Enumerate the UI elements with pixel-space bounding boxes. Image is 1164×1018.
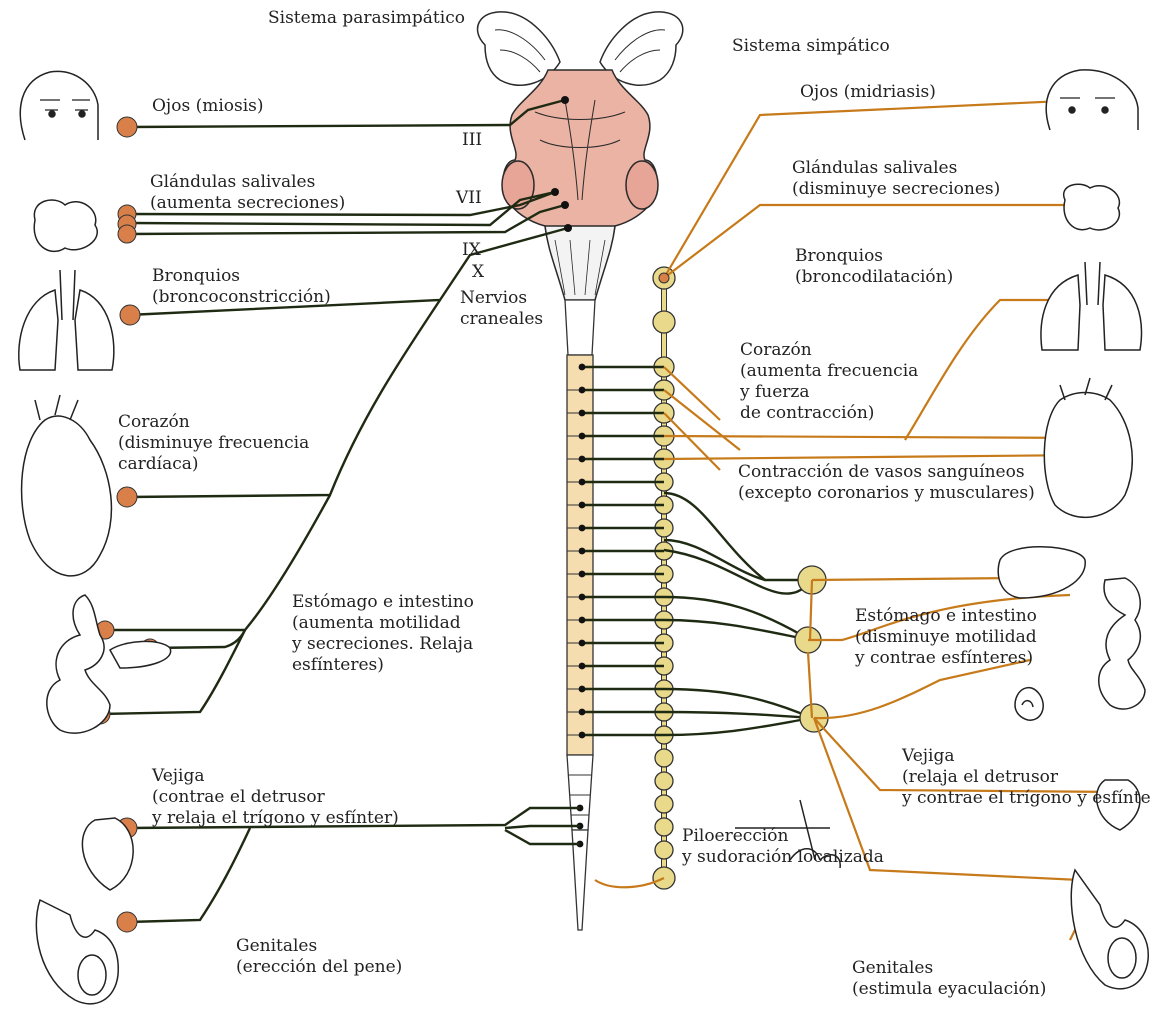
label-line: Estómago e intestino — [292, 592, 474, 613]
label-line: (estimula eyaculación) — [852, 979, 1046, 1000]
label-line: y sudoración localizada — [682, 847, 884, 868]
label-line: cardíaca) — [118, 454, 309, 475]
symp-salivary-label: Glándulas salivales (disminuye secrecion… — [792, 158, 1000, 200]
label-line: Genitales — [236, 936, 402, 957]
label-line: Bronquios — [152, 266, 331, 287]
label-line: (relaja el detrusor — [902, 767, 1151, 788]
caption-line: Nervios — [460, 288, 543, 309]
label-line: Genitales — [852, 958, 1046, 979]
label-line: esfínteres) — [292, 655, 474, 676]
label-line: (broncoconstricción) — [152, 287, 331, 308]
cranial-nerve-vii: VII — [456, 188, 482, 208]
cranial-nerve-ix: IX — [462, 240, 481, 260]
label-line: (broncodilatación) — [795, 267, 953, 288]
spinal-cord — [565, 300, 595, 930]
sympathetic-title: Sistema simpático — [732, 36, 890, 57]
symp-heart-label: Corazón (aumenta frecuencia y fuerza de … — [740, 340, 918, 424]
label-line: (aumenta motilidad — [292, 613, 474, 634]
symp-bladder-label: Vejiga (relaja el detrusor y contrae el … — [902, 746, 1151, 809]
label-line: Corazón — [740, 340, 918, 361]
cranial-nerve-x: X — [472, 262, 484, 282]
para-eyes-label: Ojos (miosis) — [152, 96, 264, 117]
label-line: Piloerección — [682, 826, 884, 847]
caption-line: craneales — [460, 309, 543, 330]
label-line: Glándulas salivales — [792, 158, 1000, 179]
label-line: (disminuye secreciones) — [792, 179, 1000, 200]
symp-skin-label: Piloerección y sudoración localizada — [682, 826, 884, 868]
symp-bronchi-label: Bronquios (broncodilatación) — [795, 246, 953, 288]
label-line: Contracción de vasos sanguíneos — [738, 462, 1035, 483]
cranial-nerves-caption: Nervios craneales — [460, 288, 543, 330]
label-line: (aumenta secreciones) — [150, 193, 345, 214]
label-line: Ojos (miosis) — [152, 96, 264, 117]
symp-stomach-label: Estómago e intestino (disminuye motilida… — [855, 606, 1037, 669]
label-line: y contrae el trígono y esfínte — [902, 788, 1151, 809]
label-line: y fuerza — [740, 382, 918, 403]
label-line: de contracción) — [740, 403, 918, 424]
label-line: (erección del pene) — [236, 957, 402, 978]
symp-eyes-label: Ojos (midriasis) — [800, 82, 936, 103]
para-heart-label: Corazón (disminuye frecuencia cardíaca) — [118, 412, 309, 475]
label-line: (disminuye frecuencia — [118, 433, 309, 454]
sympathetic-postganglionic-fibres — [595, 100, 1120, 940]
label-line: Ojos (midriasis) — [800, 82, 936, 103]
brain-brainstem — [478, 12, 683, 300]
para-genitals-label: Genitales (erección del pene) — [236, 936, 402, 978]
label-line: (excepto coronarios y musculares) — [738, 483, 1035, 504]
label-line: Vejiga — [902, 746, 1151, 767]
label-line: y secreciones. Relaja — [292, 634, 474, 655]
label-line: (aumenta frecuencia — [740, 361, 918, 382]
parasympathetic-title: Sistema parasimpático — [268, 8, 465, 29]
label-line: Corazón — [118, 412, 309, 433]
label-line: Estómago e intestino — [855, 606, 1037, 627]
label-line: Glándulas salivales — [150, 172, 345, 193]
symp-vessels-label: Contracción de vasos sanguíneos (excepto… — [738, 462, 1035, 504]
para-stomach-label: Estómago e intestino (aumenta motilidad … — [292, 592, 474, 676]
label-line: (disminuye motilidad — [855, 627, 1037, 648]
sympathetic-chain — [653, 267, 675, 889]
label-line: Vejiga — [152, 766, 399, 787]
para-bladder-label: Vejiga (contrae el detrusor y relaja el … — [152, 766, 399, 829]
label-line: y relaja el trígono y esfínter) — [152, 808, 399, 829]
label-line: y contrae esfínteres) — [855, 648, 1037, 669]
label-line: Bronquios — [795, 246, 953, 267]
label-line: (contrae el detrusor — [152, 787, 399, 808]
cranial-nerve-iii: III — [462, 130, 482, 150]
symp-genitals-label: Genitales (estimula eyaculación) — [852, 958, 1046, 1000]
para-salivary-label: Glándulas salivales (aumenta secreciones… — [150, 172, 345, 214]
left-organs — [19, 71, 171, 1003]
para-bronchi-label: Bronquios (broncoconstricción) — [152, 266, 331, 308]
